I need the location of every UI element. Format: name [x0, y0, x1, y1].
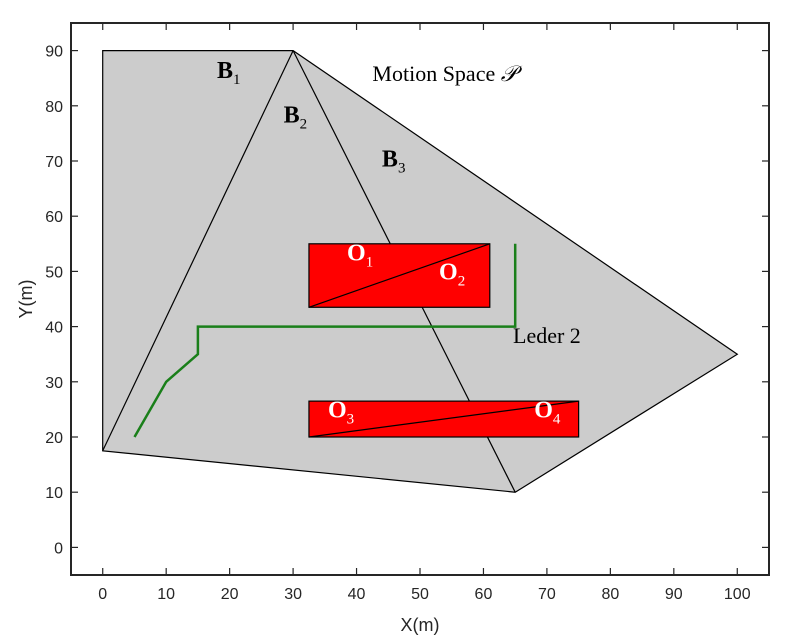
- y-tick-label: 10: [45, 485, 63, 502]
- path-label: Leder 2: [513, 323, 581, 348]
- y-tick-label: 80: [45, 99, 63, 116]
- region-label-3: B3: [382, 147, 406, 177]
- obstacle-label-4: O4: [534, 398, 561, 428]
- y-tick-label: 90: [45, 44, 63, 61]
- path-line: [133, 243, 517, 438]
- y-tick-label: 50: [45, 264, 63, 281]
- motion-space-label: Motion Space 𝒫: [372, 61, 522, 86]
- x-tick-label: 0: [98, 586, 107, 603]
- x-tick-label: 50: [411, 586, 429, 603]
- obstacle-label-3: O3: [328, 398, 354, 428]
- region-label-2: B2: [284, 102, 308, 132]
- y-axis-label: Y(m): [16, 280, 36, 319]
- x-axis-ticks: 0 10 20 30 40 50 60 70 80 90 100: [98, 23, 751, 603]
- x-tick-label: 90: [665, 586, 683, 603]
- y-tick-label: 30: [45, 375, 63, 392]
- obstacle-diagonal-2: [308, 400, 579, 438]
- x-tick-label: 40: [348, 586, 366, 603]
- obstacle-label-2: O2: [439, 260, 465, 290]
- y-tick-label: 0: [54, 540, 63, 557]
- obstacles-layer: [308, 243, 580, 438]
- y-tick-label: 60: [45, 209, 63, 226]
- x-tick-label: 70: [538, 586, 556, 603]
- x-tick-label: 80: [601, 586, 619, 603]
- x-tick-label: 100: [724, 586, 751, 603]
- x-tick-label: 60: [475, 586, 493, 603]
- y-axis-ticks: 0 10 20 30 40 50 60 70 80 90: [45, 44, 769, 557]
- y-tick-label: 70: [45, 154, 63, 171]
- path-layer: [133, 243, 517, 438]
- partition-line-1: [102, 50, 294, 452]
- x-tick-label: 10: [157, 586, 175, 603]
- y-tick-label: 40: [45, 320, 63, 337]
- region-label-1: B1: [217, 58, 241, 88]
- x-axis-label: X(m): [401, 615, 440, 635]
- x-tick-label: 20: [221, 586, 239, 603]
- x-tick-label: 30: [284, 586, 302, 603]
- obstacle-diagonal-1: [308, 243, 490, 308]
- y-tick-label: 20: [45, 430, 63, 447]
- obstacle-label-1: O1: [347, 240, 373, 270]
